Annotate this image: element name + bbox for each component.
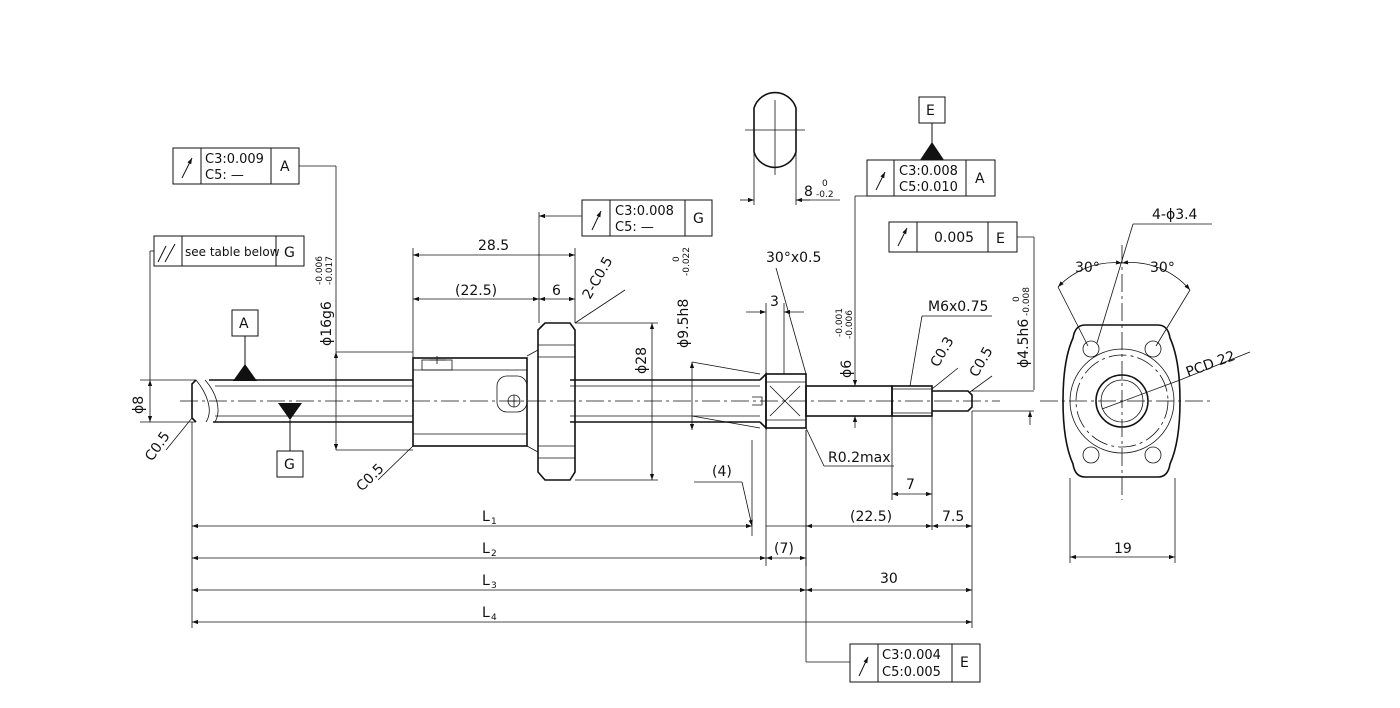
svg-text:E: E [996, 231, 1005, 247]
break-line-2 [204, 379, 219, 423]
flange-end-view: 30° 30° 4-ϕ3.4 PCD 22 19 [1040, 207, 1251, 563]
length-dimensions: L 1 (22.5) 7.5 L 2 (7) L 3 30 L 4 [191, 411, 973, 628]
angle-30-left: 30° [1075, 260, 1100, 276]
dim-phi16-tol-lo: -0.017 [325, 256, 335, 285]
shaft-end [752, 373, 973, 429]
dim-phi9-5-tol-up: 0 [672, 256, 682, 262]
svg-text:C5:0.005: C5:0.005 [882, 665, 941, 680]
chamfer-c0-5-nut: C0.5 [354, 461, 388, 495]
dim-l3: L [482, 573, 490, 589]
chamfer-c0-5-end: C0.5 [967, 344, 997, 380]
dim-l2-sub: 2 [491, 549, 497, 559]
dim-l2: L [482, 541, 490, 557]
svg-text:G: G [284, 245, 295, 261]
shaft-left-end [191, 379, 197, 423]
svg-text:0.005: 0.005 [934, 230, 974, 246]
screw-shaft [180, 372, 1000, 430]
nut-flange [526, 322, 576, 481]
dim-22-5-end: (22.5) [850, 509, 892, 525]
chamfer-c0-3: C0.3 [928, 334, 958, 370]
svg-text:A: A [280, 159, 290, 175]
dim-phi4-5-tol-up: 0 [1012, 296, 1022, 302]
dim-l1-sub: 1 [491, 517, 497, 527]
dim-phi16: ϕ16g6 [319, 301, 335, 346]
flat-section-view: 8 0 -0.2 [740, 91, 840, 205]
svg-text:see table below: see table below [185, 245, 280, 259]
flat-8-label: 8 [804, 184, 813, 200]
svg-text:E: E [926, 103, 935, 119]
fcf-left-table: see table below G [149, 235, 305, 380]
dim-4: (4) [712, 464, 732, 480]
datum-e: E [918, 96, 946, 160]
svg-text:C3:0.008: C3:0.008 [899, 164, 958, 179]
dim-phi8: ϕ8 [131, 396, 147, 414]
holes-label: 4-ϕ3.4 [1152, 207, 1198, 223]
svg-text:C3:0.004: C3:0.004 [882, 648, 941, 663]
runout-icon [897, 227, 908, 247]
dim-phi4-5-tol-lo: -0.008 [1022, 287, 1032, 316]
dim-7-5: 7.5 [942, 509, 964, 525]
svg-text:C5: —: C5: — [615, 220, 654, 235]
svg-text:C3:0.009: C3:0.009 [205, 152, 264, 167]
thread-m6: M6x0.75 [928, 299, 988, 315]
svg-text:A: A [239, 316, 249, 332]
chamfer-30x0-5: 30°x0.5 [766, 250, 821, 266]
top-dimensions: 28.5 (22.5) 6 2-C0.5 ϕ16g6 -0.006 -0.017… [315, 212, 1034, 481]
radius-r0-2max: R0.2max [828, 450, 891, 466]
fcf-bottom: C3:0.004 C5:0.005 E [805, 430, 981, 683]
runout-icon [858, 656, 869, 677]
runout-icon [875, 171, 886, 191]
fcf-right-single: 0.005 E [888, 221, 1035, 390]
dim-l1: L [482, 509, 490, 525]
dim-phi16-tol-up: -0.006 [315, 256, 325, 285]
dim-3: 3 [770, 294, 779, 310]
runout-icon [591, 210, 602, 231]
flat-8-tol-lower: -0.2 [816, 190, 834, 200]
svg-text:G: G [693, 211, 704, 227]
datum-g: G [276, 403, 304, 478]
dim-7: 7 [906, 477, 915, 493]
svg-text:E: E [960, 655, 969, 671]
ball-nut [412, 356, 528, 447]
fcf-mid: C3:0.008 C5: — G [539, 199, 713, 237]
dim-l4: L [482, 605, 490, 621]
svg-text:G: G [284, 457, 295, 473]
fcf-left-top: C3:0.009 C5: — A [172, 147, 337, 352]
dim-22-5-nut: (22.5) [455, 283, 497, 299]
fcf-right-top: C3:0.008 C5:0.010 A [852, 159, 996, 386]
dim-19: 19 [1114, 541, 1132, 557]
dim-phi9-5: ϕ9.5h8 [676, 299, 692, 348]
dim-phi9-5-tol-lo: -0.022 [682, 247, 692, 276]
dim-phi6-tol-lo: -0.006 [845, 310, 855, 339]
dim-7-paren: (7) [774, 541, 794, 557]
svg-text:C5:0.010: C5:0.010 [899, 180, 958, 195]
total-runout-icon [157, 243, 176, 263]
dim-phi4-5: ϕ4.5h6 [1016, 319, 1032, 368]
dim-l3-sub: 3 [491, 581, 497, 591]
dim-6: 6 [552, 283, 561, 299]
angle-30-right: 30° [1150, 260, 1175, 276]
dim-phi6: ϕ6 [839, 360, 855, 378]
dim-phi28: ϕ28 [634, 347, 650, 374]
break-line-1 [195, 379, 210, 423]
dim-phi6-tol-up: -0.001 [835, 308, 845, 337]
dim-28-5: 28.5 [478, 238, 509, 254]
svg-text:C3:0.008: C3:0.008 [615, 204, 674, 219]
svg-text:A: A [975, 171, 985, 187]
left-dimensions: ϕ8 C0.5 C0.5 R0.2max (4) 7 [131, 379, 933, 530]
flat-8-tol-upper: 0 [822, 179, 828, 189]
svg-text:C5: —: C5: — [205, 168, 244, 183]
dim-30: 30 [880, 571, 898, 587]
dim-l4-sub: 4 [491, 613, 497, 623]
datum-a: A [231, 309, 259, 381]
runout-icon [181, 157, 193, 179]
chamfer-2-c0-5: 2-C0.5 [580, 254, 617, 302]
pcd-label: PCD 22 [1184, 348, 1238, 381]
